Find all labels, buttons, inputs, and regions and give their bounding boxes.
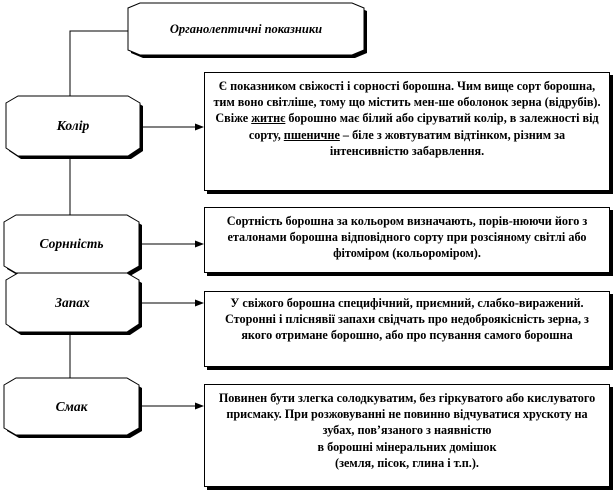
desc-color-part-5: – біле з жовтуватим відтінком, різним за… [329,127,566,158]
node-hexagon-grade [3,214,140,274]
node-label-taste: Смак [55,398,88,414]
description-box-smell: У свіжого борошна специфічний, приємний,… [204,291,610,367]
desc-taste-line-1: Повинен бути злегка солодкуватим, без гі… [218,391,596,438]
node-hexagon-color [5,95,141,157]
node-label-color: Колір [56,118,90,133]
node-hexagon-taste [3,377,140,436]
desc-color-rye: житнє [251,111,286,126]
desc-color-wheat: пшеничне [283,127,340,142]
description-box-color: Є показником свіжості і сорності борошна… [204,72,610,191]
desc-grade-text: Сортність борошна за кольором визначають… [226,214,588,261]
node-hexagon-smell [5,272,140,333]
diagram-title: Органолептичні показники [169,21,323,36]
desc-color-part-1: Є показником свіжості і сорності борошна… [213,79,601,126]
trunk-connector [69,30,128,96]
title-hexagon [127,2,365,56]
desc-taste-line-2: в борошні мінеральних домішок [317,439,497,454]
node-label-grade: Сорнність [39,236,104,251]
description-box-taste: Повинен бути злегка солодкуватим, без гі… [204,384,610,487]
desc-color-part-3: борошно має білий або сіруватий колір, в… [248,111,599,142]
desc-smell-text: У свіжого борошна специфічний, приємний,… [225,296,589,343]
node-label-smell: Запах [55,294,90,310]
description-box-grade: Сортність борошна за кольором визначають… [204,207,610,273]
desc-taste-line-3: (земля, пісок, глина і т.п.). [335,455,479,470]
